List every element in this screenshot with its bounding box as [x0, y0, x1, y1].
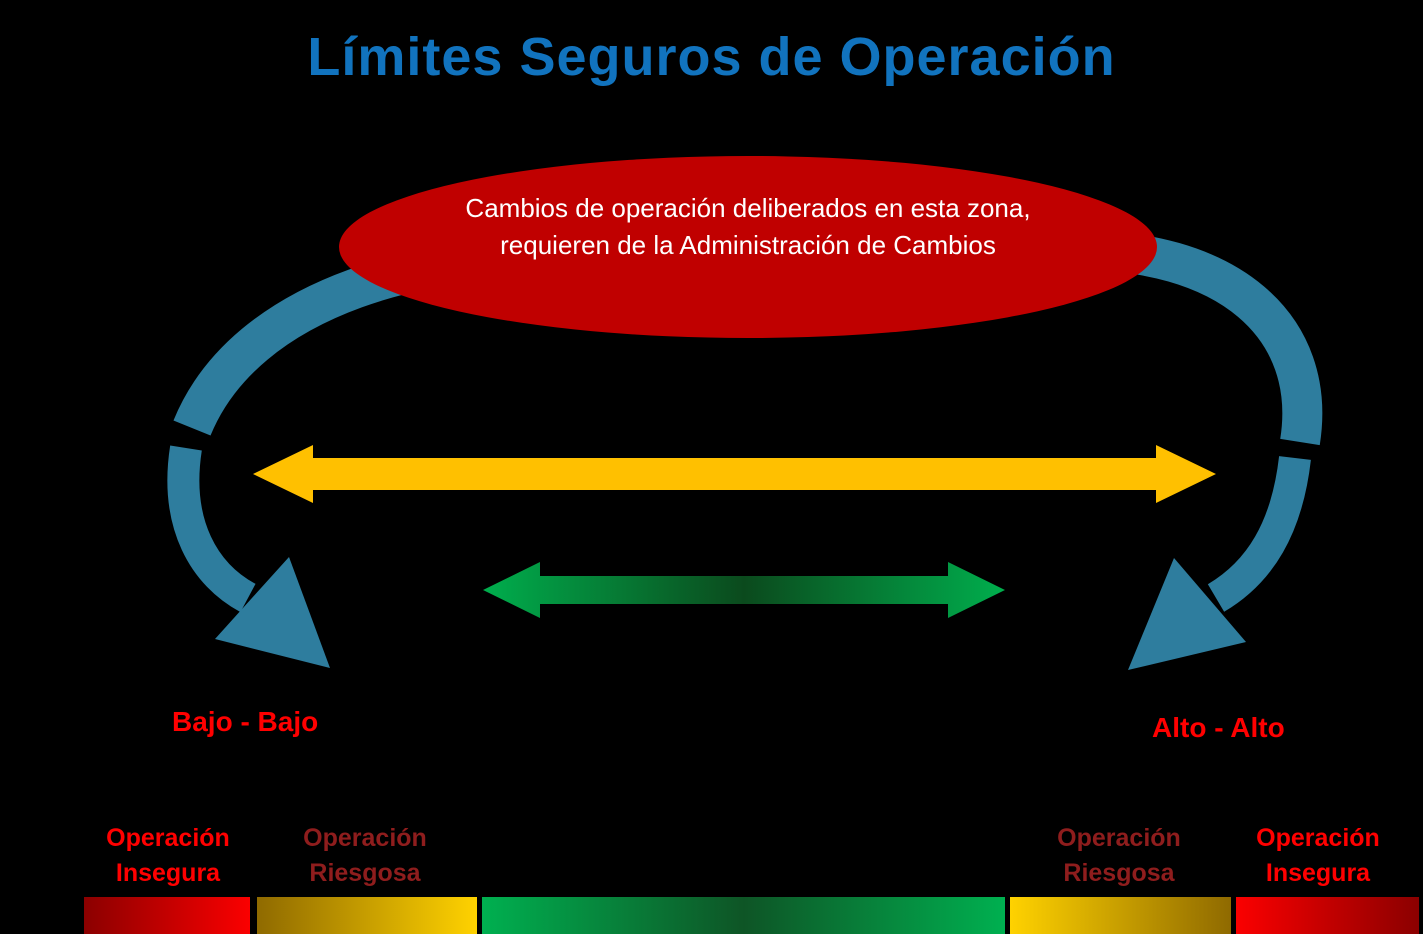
- zone-label-riesgosa-right: Operación Riesgosa: [1019, 821, 1219, 891]
- ellipse-text-line1: Cambios de operación deliberados en esta…: [465, 193, 1031, 223]
- zone-label-line2: Insegura: [115, 859, 221, 887]
- limit-label-alto-alto: Alto - Alto: [1152, 712, 1285, 743]
- zone-label-line2: Riesgosa: [1063, 859, 1175, 887]
- spectrum-bar-green-center: [482, 897, 1005, 934]
- zone-label-riesgosa-left: Operación Riesgosa: [265, 821, 465, 891]
- spectrum-bar-red-right: [1236, 897, 1419, 934]
- ellipse-text-line2: requieren de la Administración de Cambio…: [500, 230, 996, 260]
- zone-label-line1: Operación: [1057, 824, 1181, 852]
- limit-label-bajo-bajo: Bajo - Bajo: [172, 706, 319, 737]
- zone-label-line2: Insegura: [1265, 859, 1371, 887]
- spectrum-bar-red-left: [84, 897, 250, 934]
- zone-label-insegura-right: Operación Insegura: [1218, 821, 1418, 891]
- zone-label-line1: Operación: [106, 824, 230, 852]
- page-title: Límites Seguros de Operación: [307, 27, 1116, 87]
- zone-label-line1: Operación: [303, 824, 427, 852]
- zone-label-insegura-left: Operación Insegura: [68, 821, 268, 891]
- spectrum-bar-gold-right: [1010, 897, 1231, 934]
- change-management-ellipse: Cambios de operación deliberados en esta…: [339, 156, 1157, 338]
- ellipse-text: Cambios de operación deliberados en esta…: [339, 190, 1157, 264]
- yellow-double-arrow-icon: [253, 445, 1216, 503]
- green-double-arrow-icon: [483, 562, 1005, 618]
- spectrum-bar-gold-left: [257, 897, 477, 934]
- zone-label-line1: Operación: [1256, 824, 1380, 852]
- zone-label-line2: Riesgosa: [309, 859, 421, 887]
